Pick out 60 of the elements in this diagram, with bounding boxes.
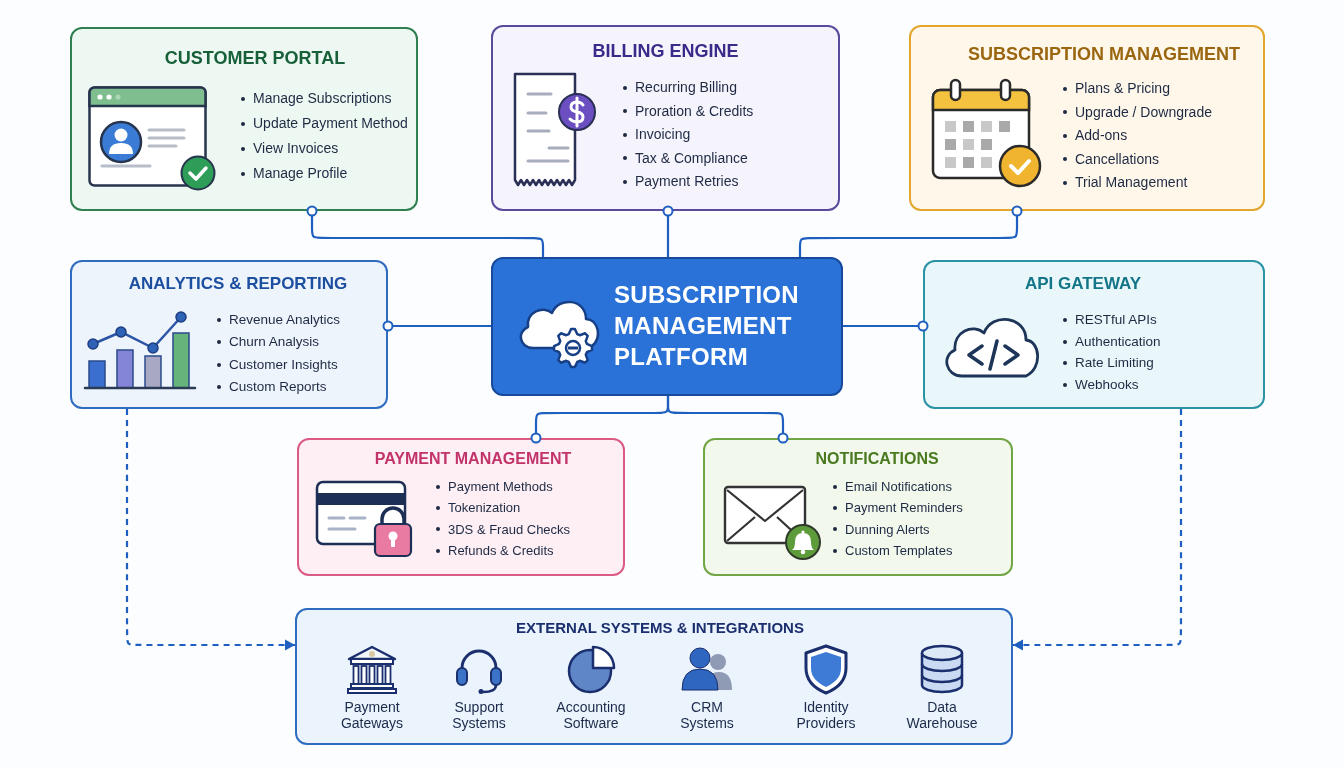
feature-item: Authentication [1062, 330, 1161, 353]
feature-item: Add-ons [1062, 124, 1128, 148]
feature-item: RESTful APIs [1062, 309, 1157, 331]
integration-label: Identity Providers [795, 699, 857, 731]
card-title: SUBSCRIPTION MANAGEMENT [968, 44, 1240, 66]
feature-item: Tax & Compliance [622, 146, 748, 170]
connector-line [382, 320, 491, 332]
connector-line [843, 320, 929, 332]
feature-item: Webhooks [1062, 374, 1139, 396]
feature-item: Upgrade / Downgrade [1062, 100, 1212, 124]
feature-item: Cancellations [1062, 147, 1160, 171]
card-title: PAYMENT MANAGEMENT [374, 449, 572, 469]
integration-label: Payment Gateways [339, 699, 405, 731]
integrations-panel [295, 608, 1013, 745]
feature-item: Invoicing [622, 123, 691, 147]
module-card [923, 260, 1265, 409]
feature-item: Proration & Credits [622, 99, 754, 123]
connector-line [662, 205, 674, 257]
module-card [70, 260, 388, 409]
feature-item: Refunds & Credits [435, 539, 554, 562]
feature-item: Dunning Alerts [832, 518, 930, 540]
feature-item: Trial Management [1062, 171, 1188, 195]
feature-item: Payment Reminders [832, 497, 963, 519]
platform-box [491, 257, 843, 396]
module-card [70, 27, 418, 211]
feature-item: View Invoices [240, 136, 339, 161]
feature-item: 3DS & Fraud Checks [435, 518, 571, 540]
connector-line [666, 396, 789, 444]
card-title: EXTERNAL SYSTEMS & INTEGRATIONS [516, 619, 804, 637]
card-title: ANALYTICS & REPORTING [128, 274, 348, 295]
integration-label: Data Warehouse [905, 699, 979, 731]
feature-item: Churn Analysis [216, 331, 320, 354]
module-card [703, 438, 1013, 576]
feature-item: Revenue Analytics [216, 309, 341, 332]
module-card [909, 25, 1265, 211]
integration-label: CRM Systems [679, 699, 735, 731]
feature-item: Customer Insights [216, 353, 338, 376]
module-card [491, 25, 840, 211]
feature-item: Plans & Pricing [1062, 77, 1170, 101]
feature-item: Payment Methods [435, 476, 553, 498]
feature-item: Manage Subscriptions [240, 86, 392, 111]
card-title: BILLING ENGINE [592, 41, 739, 63]
integration-label: Accounting Software [555, 699, 627, 731]
integration-label: Support Systems [451, 699, 507, 731]
dashed-arrow [125, 409, 295, 651]
feature-item: Recurring Billing [622, 76, 737, 100]
card-title: API GATEWAY [1024, 274, 1142, 295]
feature-item: Tokenization [435, 497, 521, 519]
feature-item: Update Payment Method [240, 111, 408, 136]
feature-item: Manage Profile [240, 161, 348, 186]
card-title: CUSTOMER PORTAL [164, 48, 346, 70]
feature-item: Custom Reports [216, 375, 327, 399]
module-card [297, 438, 625, 576]
card-title: NOTIFICATIONS [815, 449, 939, 469]
feature-item: Rate Limiting [1062, 352, 1154, 375]
dashed-arrow [1013, 409, 1183, 651]
feature-item: Payment Retries [622, 170, 739, 194]
platform-title: SUBSCRIPTION MANAGEMENT PLATFORM [614, 280, 800, 372]
feature-item: Custom Templates [832, 539, 953, 562]
feature-item: Email Notifications [832, 476, 952, 498]
